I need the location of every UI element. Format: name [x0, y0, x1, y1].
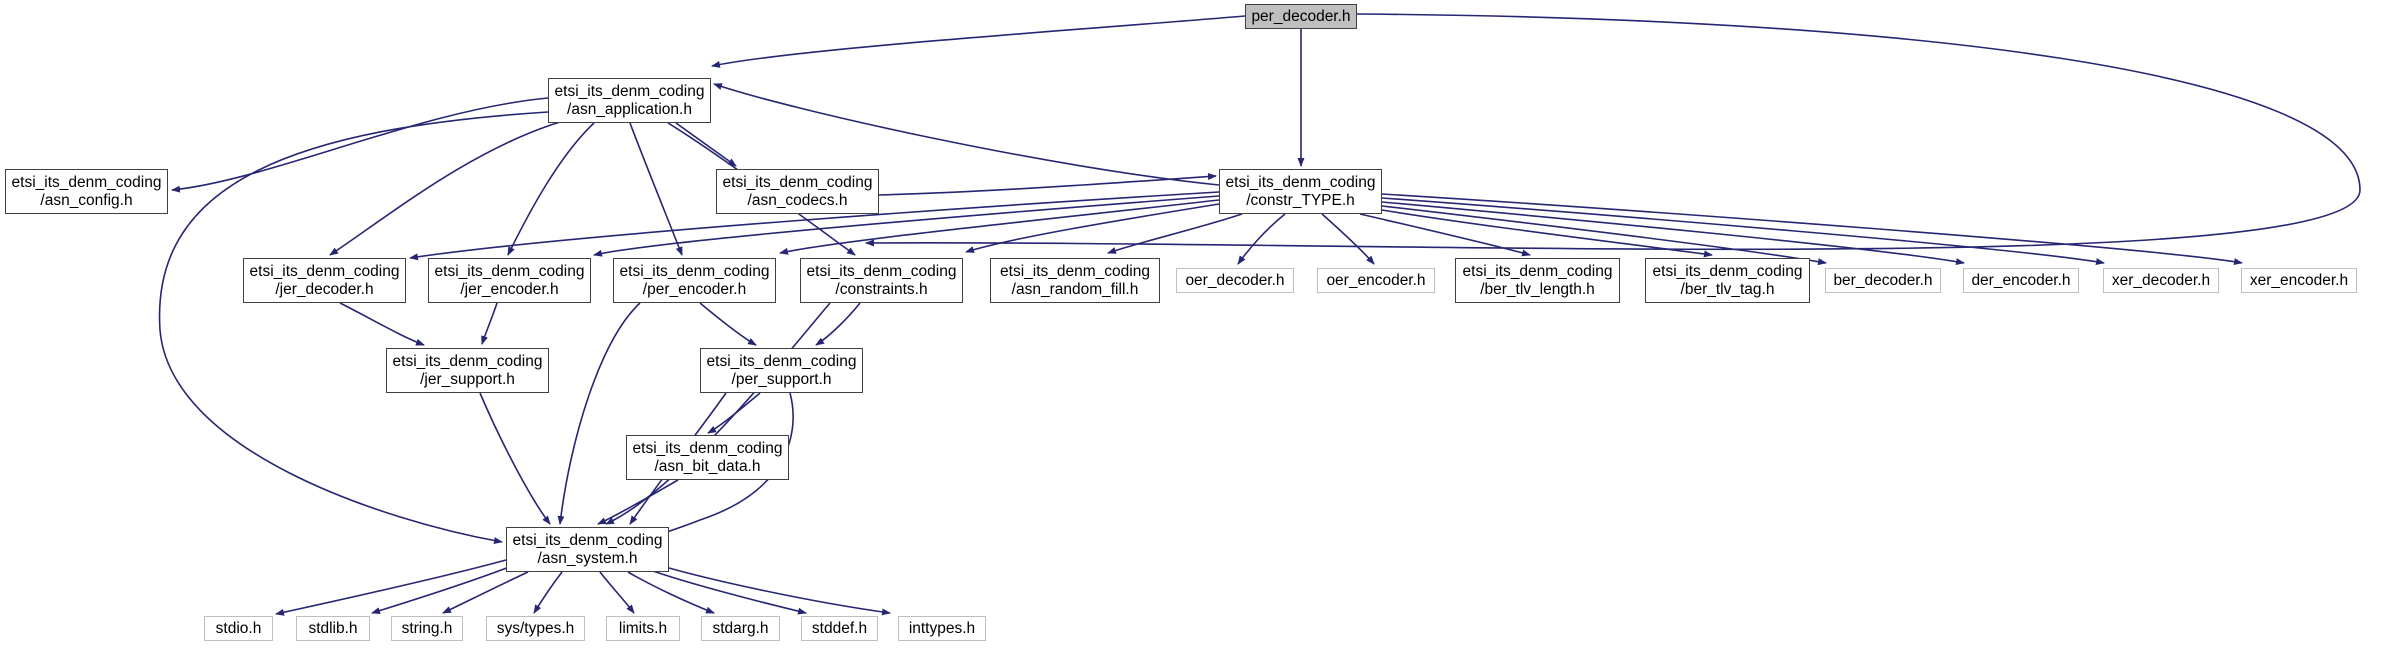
edge-asn_system-to-limits [599, 571, 635, 614]
edge-constr_TYPE-to-xer_encoder [1381, 193, 2243, 266]
edge-per_encoder-to-asn_system [557, 302, 641, 525]
node-oer_decoder[interactable]: oer_decoder.h [1176, 268, 1294, 293]
edge-constr_TYPE-to-xer_decoder [1381, 197, 2105, 266]
edge-per_decoder-to-per_support [865, 13, 2361, 251]
node-stdarg[interactable]: stdarg.h [701, 616, 780, 641]
node-ber_tlv_length[interactable]: etsi_its_denm_coding /ber_tlv_length.h [1455, 258, 1620, 303]
edge-asn_codecs-to-constr_TYPE [878, 173, 1217, 196]
node-limits[interactable]: limits.h [606, 616, 680, 641]
edge-constr_TYPE-to-ber_tlv_length [1359, 213, 1531, 257]
edge-constr_TYPE-to-asn_application [713, 83, 1220, 186]
edge-asn_system-to-string [442, 571, 529, 614]
edge-constr_TYPE-to-asn_random_fill [1107, 213, 1243, 254]
edge-constraints-to-per_support [815, 302, 861, 346]
node-asn_random_fill[interactable]: etsi_its_denm_coding /asn_random_fill.h [990, 258, 1160, 303]
edge-constr_TYPE-to-oer_encoder [1321, 213, 1375, 265]
node-ber_tlv_tag[interactable]: etsi_its_denm_coding /ber_tlv_tag.h [1645, 258, 1810, 303]
edge-constr_TYPE-to-ber_tlv_tag [1381, 209, 1713, 258]
edge-per_decoder-to-asn_application [711, 15, 1246, 68]
edge-asn_application-to-jer_decoder [329, 121, 561, 256]
node-oer_encoder[interactable]: oer_encoder.h [1317, 268, 1435, 293]
node-stddef[interactable]: stddef.h [801, 616, 878, 641]
node-constr_TYPE[interactable]: etsi_its_denm_coding /constr_TYPE.h [1219, 169, 1382, 214]
node-asn_config[interactable]: etsi_its_denm_coding /asn_config.h [5, 169, 168, 214]
edge-asn_system-to-stdlib [371, 565, 513, 614]
edge-asn_application-to-jer_encoder [507, 122, 595, 256]
node-string[interactable]: string.h [391, 616, 463, 641]
node-ber_decoder[interactable]: ber_decoder.h [1825, 268, 1941, 293]
node-stdlib[interactable]: stdlib.h [296, 616, 370, 641]
edge-constr_TYPE-to-jer_encoder [593, 195, 1220, 257]
edge-constr_TYPE-to-constraints [965, 203, 1220, 253]
edge-jer_decoder-to-jer_support [339, 302, 425, 346]
node-jer_encoder[interactable]: etsi_its_denm_coding /jer_encoder.h [428, 258, 591, 303]
node-inttypes[interactable]: inttypes.h [898, 616, 986, 641]
node-constraints[interactable]: etsi_its_denm_coding /constraints.h [800, 258, 963, 303]
edge-per_support-to-asn_bit_data [707, 392, 761, 434]
edge-asn_system-to-inttypes [661, 565, 891, 616]
node-per_support[interactable]: etsi_its_denm_coding /per_support.h [700, 348, 863, 393]
edge-asn_system-to-stddef [649, 569, 807, 615]
node-stdio[interactable]: stdio.h [204, 616, 273, 641]
edge-asn_system-to-stdarg [627, 571, 715, 614]
edge-asn_bit_data-to-asn_system [597, 479, 679, 525]
edge-asn_system-to-stdio [275, 559, 507, 616]
edge-asn_application-to-asn_system [158, 111, 549, 545]
node-asn_bit_data[interactable]: etsi_its_denm_coding /asn_bit_data.h [626, 435, 789, 480]
edge-constr_TYPE-to-ber_decoder [1381, 205, 1827, 266]
edge-asn_system-to-systypes [533, 571, 563, 614]
node-systypes[interactable]: sys/types.h [486, 616, 585, 641]
edge-jer_support-to-asn_system [479, 392, 551, 525]
edge-jer_encoder-to-jer_support [481, 302, 498, 345]
node-asn_codecs[interactable]: etsi_its_denm_coding /asn_codecs.h [716, 169, 879, 214]
edge-asn_application-to-per_encoder [629, 122, 683, 256]
edge-constraints-to-asn_system [605, 302, 831, 525]
node-xer_encoder[interactable]: xer_encoder.h [2241, 268, 2357, 293]
edge-constr_TYPE-to-jer_decoder [409, 191, 1220, 261]
node-per_encoder[interactable]: etsi_its_denm_coding /per_encoder.h [613, 258, 776, 303]
node-jer_decoder[interactable]: etsi_its_denm_coding /jer_decoder.h [243, 258, 406, 303]
edge-per_encoder-to-per_support [699, 302, 757, 346]
node-asn_application[interactable]: etsi_its_denm_coding /asn_application.h [548, 78, 711, 123]
node-jer_support[interactable]: etsi_its_denm_coding /jer_support.h [386, 348, 549, 393]
node-xer_decoder[interactable]: xer_decoder.h [2103, 268, 2219, 293]
node-per_decoder[interactable]: per_decoder.h [1245, 4, 1357, 29]
edge-constr_TYPE-to-der_encoder [1381, 201, 1965, 266]
edge-constr_TYPE-to-oer_decoder [1237, 213, 1286, 265]
edge-constr_TYPE-to-per_encoder [779, 199, 1220, 255]
node-der_encoder[interactable]: der_encoder.h [1963, 268, 2079, 293]
edge-asn_application-to-asn_config [171, 97, 549, 193]
node-asn_system[interactable]: etsi_its_denm_coding /asn_system.h [506, 527, 669, 572]
edge-asn_application-to-asn_codecs [675, 122, 737, 167]
